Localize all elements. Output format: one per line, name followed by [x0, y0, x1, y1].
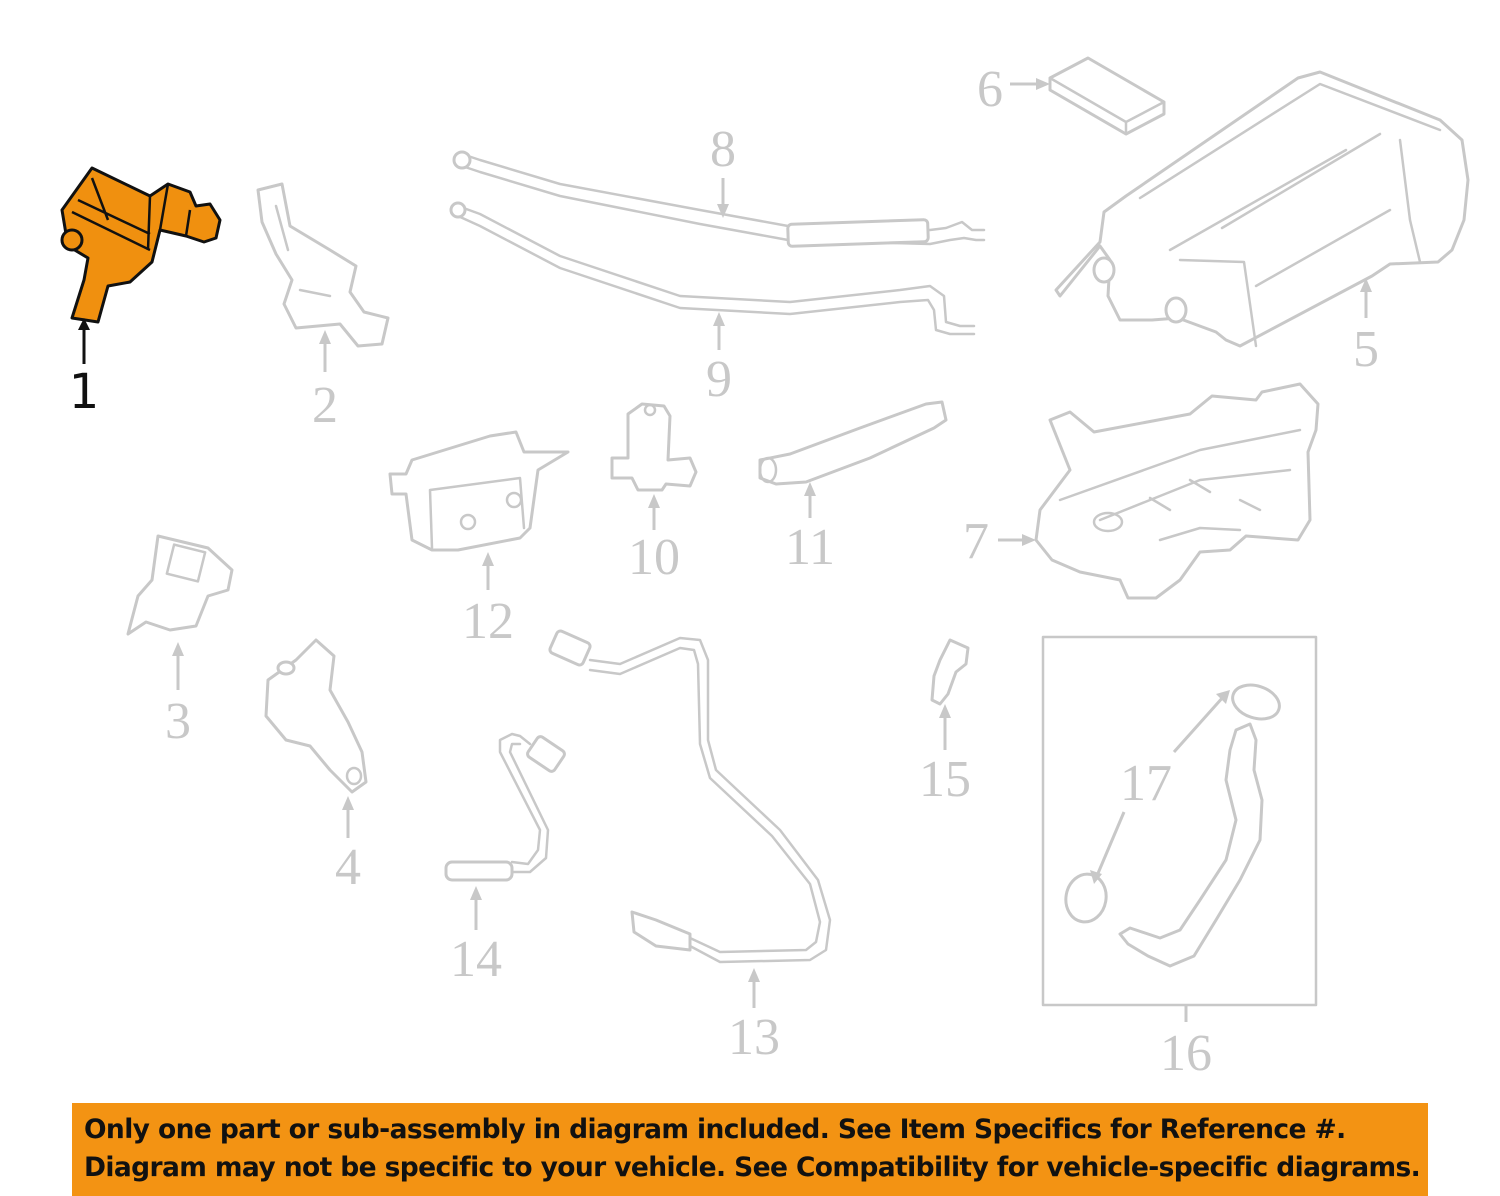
callout-17[interactable]: 17: [1120, 755, 1172, 812]
part-3-sensor-bracket[interactable]: [126, 534, 234, 636]
part-13-oxygen-sensor[interactable]: [548, 629, 832, 964]
part-7-tray[interactable]: [1034, 382, 1320, 600]
disclaimer-banner: Only one part or sub-assembly in diagram…: [72, 1103, 1428, 1196]
callout-11[interactable]: 11: [784, 519, 836, 576]
part-6-filter[interactable]: [1048, 56, 1166, 136]
callout-15[interactable]: 15: [919, 751, 971, 808]
arrow-2-icon: [319, 330, 331, 344]
part-12-module[interactable]: [388, 430, 570, 552]
callout-4[interactable]: 4: [335, 839, 361, 896]
arrow-1-icon: [78, 318, 90, 330]
part-9-hose[interactable]: [449, 201, 976, 336]
part-15-sensor[interactable]: [930, 638, 970, 706]
callout-2[interactable]: 2: [312, 377, 338, 434]
callout-5[interactable]: 5: [1353, 321, 1379, 378]
callout-6[interactable]: 6: [977, 61, 1003, 118]
callout-13[interactable]: 13: [728, 1009, 780, 1066]
callout-8[interactable]: 8: [710, 121, 736, 178]
callout-3[interactable]: 3: [165, 693, 191, 750]
part-8-hose[interactable]: [452, 150, 986, 248]
callout-16[interactable]: 16: [1160, 1025, 1212, 1082]
part-14-oxygen-sensor[interactable]: [444, 732, 566, 882]
part-4-valve[interactable]: [264, 638, 368, 794]
part-5-canister[interactable]: [1054, 70, 1470, 348]
part-10-valve[interactable]: [610, 402, 698, 492]
callout-7[interactable]: 7: [963, 513, 989, 570]
parts-diagram: [60, 56, 1470, 1022]
part-11-hose[interactable]: [758, 400, 948, 486]
callout-12[interactable]: 12: [462, 593, 514, 650]
callout-10[interactable]: 10: [628, 529, 680, 586]
part-16-hose-kit[interactable]: [1041, 635, 1318, 1022]
callout-1[interactable]: 1: [68, 364, 100, 420]
callout-14[interactable]: 14: [450, 931, 502, 988]
callout-9[interactable]: 9: [706, 351, 732, 408]
part-2-bracket[interactable]: [256, 182, 390, 348]
disclaimer-line-2: Diagram may not be specific to your vehi…: [84, 1152, 1421, 1183]
part-1-purge-valve[interactable]: [60, 166, 222, 324]
disclaimer-line-1: Only one part or sub-assembly in diagram…: [84, 1114, 1346, 1145]
